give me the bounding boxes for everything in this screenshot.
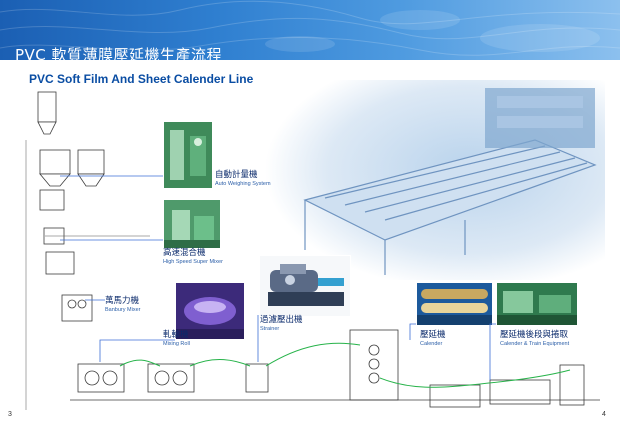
page-number-left: 3 [8, 411, 12, 418]
silo-hopper [37, 121, 57, 135]
stage-banbury-mixer: 萬馬力機 Banbury Mixer [105, 296, 141, 313]
header-banner [0, 0, 620, 60]
roll-1b [102, 370, 118, 386]
take-off-section [429, 384, 481, 408]
stage-label-zh: 壓延機後段與捲取 [500, 330, 569, 340]
mixing-roll-photo [175, 282, 245, 340]
silo-top [37, 91, 57, 123]
high-speed-mixer-photo [163, 199, 221, 249]
connector-calender-train [489, 323, 496, 380]
stage-label-zh: 過濾壓出機 [260, 315, 303, 325]
page-title-zh: PVC 軟質薄膜壓延機生產流程 [15, 46, 223, 64]
calender-roll-2 [368, 358, 380, 370]
stage-label-en: Calender & Train Equipment [500, 340, 570, 347]
stage-label-en: Banbury Mixer [105, 306, 141, 313]
banner-texture [0, 0, 620, 56]
stage-calender: 壓延機 Calender [420, 330, 446, 347]
roll-1a [84, 370, 100, 386]
roll-2a [154, 370, 170, 386]
stage-label-en: Mixing Roll [163, 340, 190, 347]
page-title-en: PVC Soft Film And Sheet Calender Line [29, 72, 254, 86]
stage-label-en: Calender [420, 340, 443, 347]
stage-high-speed-mixer: 高速混合機 High Speed Super Mixer [163, 248, 223, 265]
strainer-photo [259, 255, 351, 317]
material-path-1 [119, 359, 161, 367]
roll-2b [172, 370, 188, 386]
stage-label-en: High Speed Super Mixer [163, 258, 223, 265]
material-path-2 [189, 358, 251, 367]
page-number-right: 4 [602, 411, 606, 418]
stage-label-zh: 自動計量機 [215, 170, 258, 180]
auto-weighing-photo [163, 121, 213, 189]
background-photo [265, 80, 605, 280]
stage-label-en: Strainer [260, 325, 280, 332]
weighing-funnel-1 [39, 173, 71, 187]
stage-auto-weighing: 自動計量機 Auto Weighing System [215, 170, 271, 187]
stage-label-en: Auto Weighing System [215, 180, 271, 187]
connector-mixing-roll [99, 339, 175, 362]
calender-roll-1 [368, 344, 380, 356]
stage-calender-train: 壓延機後段與捲取 Calender & Train Equipment [500, 330, 570, 347]
calender-photo [416, 282, 493, 326]
stage-label-zh: 壓延機 [420, 330, 446, 340]
banbury-unit [61, 294, 93, 322]
stage-label-zh: 高速混合機 [163, 248, 206, 258]
stage-label-zh: 萬馬力機 [105, 296, 140, 306]
material-path-4 [379, 369, 571, 388]
feeder [45, 251, 75, 275]
calender-train-photo [496, 282, 578, 326]
material-path-3 [265, 342, 361, 367]
weighing-funnel-2 [77, 173, 105, 187]
strainer-unit [245, 363, 269, 393]
stage-strainer: 過濾壓出機 Strainer [260, 315, 303, 332]
winder [559, 364, 585, 406]
stage-mixing-roll: 軋輪機 Mixing Roll [163, 330, 190, 347]
connector-calender [409, 323, 416, 340]
banbury-rotor-1 [67, 299, 77, 309]
mixer-body [39, 189, 65, 211]
banbury-rotor-2 [77, 299, 87, 309]
weighing-hopper-2 [77, 149, 105, 175]
stage-label-zh: 軋輪機 [163, 330, 189, 340]
weighing-hopper-1 [39, 149, 71, 175]
calender-roll-3 [368, 372, 380, 384]
